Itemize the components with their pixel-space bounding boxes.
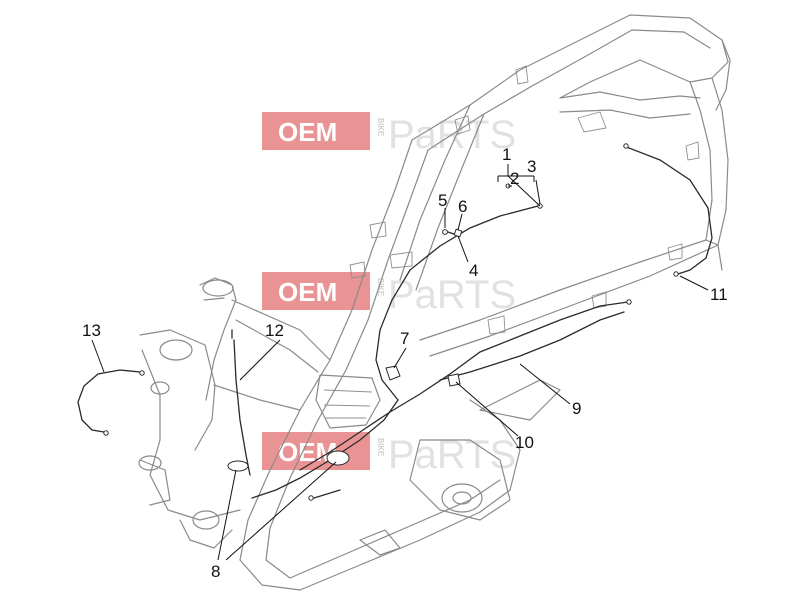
svg-text:PaRTS: PaRTS: [388, 273, 516, 317]
callout-7: 7: [400, 329, 409, 348]
leader-lines: [91, 164, 709, 561]
cable-1: [251, 205, 539, 499]
callout-11: 11: [710, 285, 728, 304]
frame-drawing: [138, 14, 731, 591]
callout-8: 8: [211, 562, 220, 581]
callout-2: 2: [510, 169, 519, 188]
watermark-1: OEM BIKE PaRTS: [262, 112, 516, 157]
callout-4: 4: [469, 261, 478, 280]
svg-text:OEM: OEM: [278, 117, 337, 147]
cable-10: [439, 311, 625, 381]
callout-13: 13: [82, 321, 101, 340]
cables: [77, 143, 713, 501]
svg-text:BIKE: BIKE: [376, 278, 385, 296]
cable-12: [233, 339, 251, 476]
cable-11: [623, 145, 713, 275]
cable-9: [299, 301, 629, 471]
callout-3: 3: [527, 157, 536, 176]
callout-9: 9: [572, 399, 581, 418]
callout-6: 6: [458, 197, 467, 216]
svg-text:BIKE: BIKE: [376, 118, 385, 136]
callout-labels: 1 2 3 4 5 6 7 8 9 10 11 12 13: [82, 145, 728, 581]
callout-10: 10: [515, 433, 534, 452]
callout-12: 12: [265, 321, 284, 340]
svg-text:OEM: OEM: [278, 277, 337, 307]
callout-1: 1: [502, 145, 511, 164]
watermark-2: OEM BIKE PaRTS: [262, 272, 516, 317]
svg-text:BIKE: BIKE: [376, 438, 385, 456]
cable-13: [77, 369, 141, 433]
callout-5: 5: [438, 191, 447, 210]
